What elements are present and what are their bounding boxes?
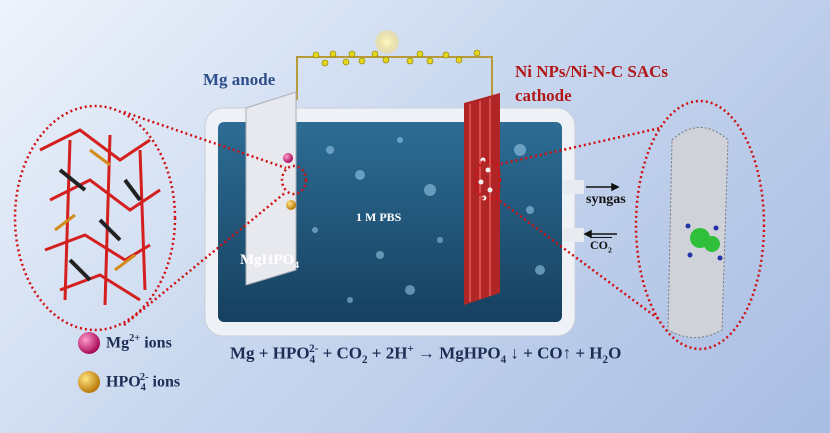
mof-crystal-structure	[39, 128, 161, 306]
legend-hpo4-ion: HPO42- ions	[106, 372, 181, 394]
co2-label: CO2	[590, 237, 612, 255]
mg-ion-legend-icon	[78, 332, 100, 354]
cathode-label-line1: Ni NPs/Ni-N-C SACs	[515, 62, 668, 81]
cathode-label-line2: cathode	[515, 86, 572, 105]
mg-anode-plate	[245, 91, 297, 286]
mg-ion	[283, 153, 293, 163]
anode-label: Mg anode	[203, 70, 276, 89]
anode-zoom-callout	[13, 104, 308, 332]
electrolyte-label: 1 M PBS	[356, 210, 402, 224]
cathode-plate	[464, 93, 500, 305]
syngas-out-arrow	[586, 182, 620, 192]
hpo4-ion	[286, 200, 296, 210]
light-bulb-icon	[375, 30, 399, 54]
legend-mg-ion: Mg2+ ions	[106, 333, 172, 352]
syngas-label: syngas	[586, 192, 626, 207]
precipitate-label: MgHPO4	[240, 252, 300, 271]
carbon-nanotube	[667, 127, 729, 338]
co2-in-arrow	[583, 229, 617, 239]
external-circuit-wire	[296, 30, 493, 100]
cathode-zoom-callout	[474, 99, 766, 351]
hpo4-ion-legend-icon	[78, 371, 100, 393]
reaction-equation: Mg + HPO42- + CO2 + 2H+ → MgHPO4 ↓ + CO↑…	[230, 343, 622, 367]
